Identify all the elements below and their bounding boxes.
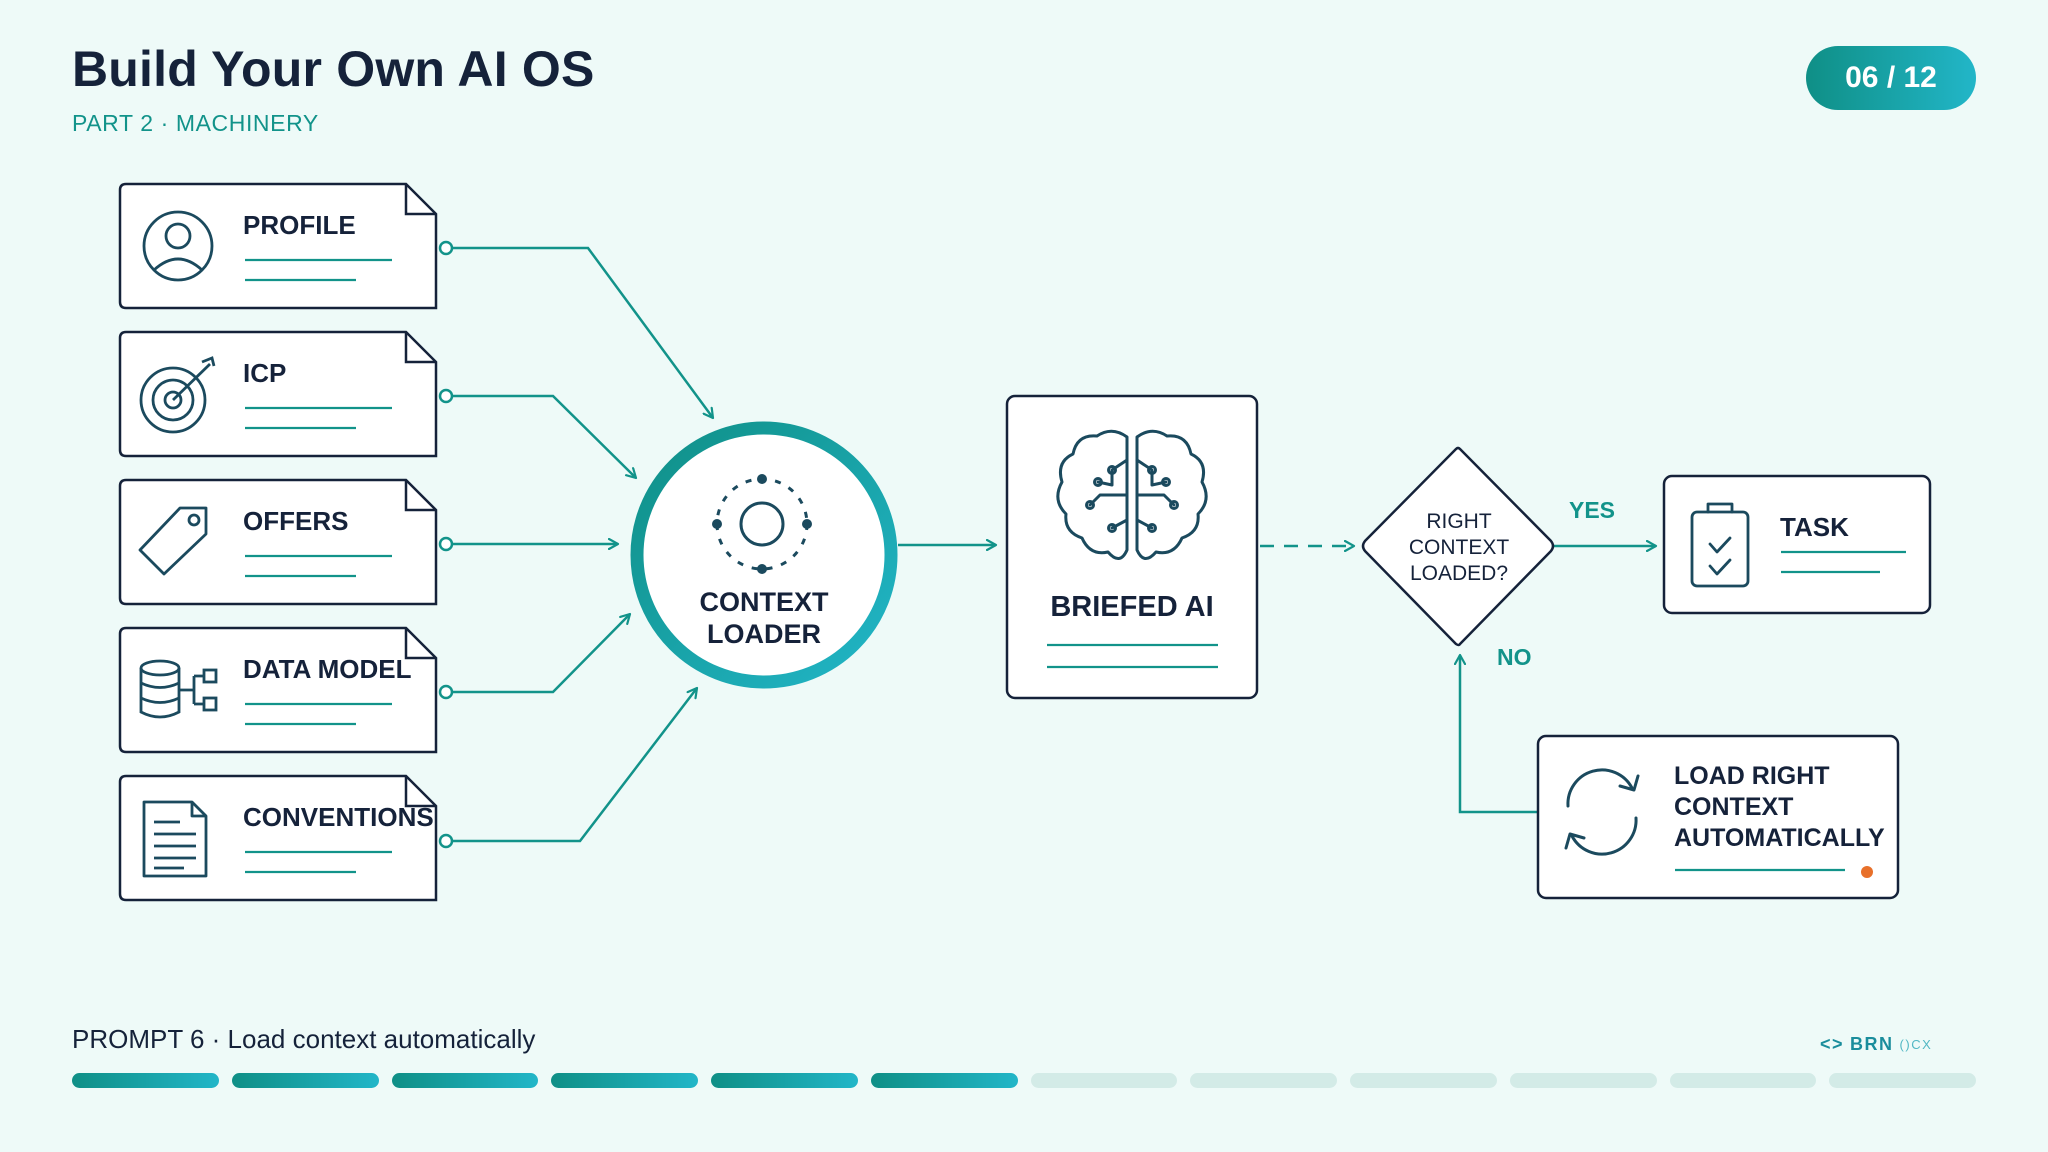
- source-card-profile: PROFILE: [118, 182, 454, 310]
- decision-label-line3: LOADED?: [1410, 562, 1508, 585]
- connector-data-model: [447, 614, 630, 694]
- clipboard-check-icon: [1690, 502, 1750, 588]
- decision-node: RIGHT CONTEXT LOADED?: [1361, 446, 1555, 647]
- progress-segment: [870, 1073, 1018, 1088]
- page-indicator: 06 / 12: [1806, 46, 1976, 110]
- progress-bar: [72, 1073, 1976, 1088]
- no-edge-label: NO: [1497, 644, 1532, 670]
- fallback-label-line1: LOAD RIGHT: [1674, 762, 1830, 790]
- progress-segment: [1829, 1073, 1976, 1088]
- price-tag-icon: [138, 506, 208, 576]
- progress-segment: [711, 1073, 858, 1088]
- progress-segment: [551, 1073, 698, 1088]
- loader-label-line2: LOADER: [707, 619, 821, 649]
- document-icon: [142, 800, 208, 878]
- progress-segment: [1190, 1073, 1337, 1088]
- progress-segment: [231, 1073, 379, 1088]
- progress-segment: [391, 1073, 539, 1088]
- context-loader-node: CONTEXT LOADER: [630, 421, 898, 689]
- database-icon: [139, 659, 218, 719]
- code-brackets-icon: <>: [1820, 1034, 1845, 1054]
- source-card-conventions: CONVENTIONS: [118, 774, 454, 902]
- loader-label-line1: CONTEXT: [699, 587, 829, 617]
- decision-label-line2: CONTEXT: [1409, 536, 1510, 559]
- connector-icp: [447, 394, 636, 478]
- progress-segment: [1509, 1073, 1657, 1088]
- connector-profile: [447, 246, 713, 418]
- source-card-data-model: DATA MODEL: [118, 626, 454, 754]
- user-profile-icon: [142, 210, 214, 282]
- connector-no: [1460, 655, 1538, 814]
- status-dot: [1861, 866, 1873, 878]
- refresh-cycle-icon: [1564, 768, 1640, 856]
- target-icon: [139, 356, 216, 434]
- fallback-label-line3: AUTOMATICALLY: [1674, 824, 1885, 852]
- task-label: TASK: [1780, 512, 1849, 542]
- yes-edge-label: YES: [1569, 497, 1615, 523]
- progress-segment: [1350, 1073, 1497, 1088]
- source-label: OFFERS: [243, 506, 348, 536]
- source-card-icp: ICP: [118, 330, 454, 458]
- source-label: CONVENTIONS: [243, 802, 434, 832]
- source-card-offers: OFFERS: [118, 478, 454, 606]
- section-subtitle: PART 2 · MACHINERY: [72, 110, 319, 136]
- progress-segment: [1669, 1073, 1817, 1088]
- progress-segment: [72, 1073, 219, 1088]
- source-label: DATA MODEL: [243, 654, 412, 684]
- fallback-label-line2: CONTEXT: [1674, 793, 1793, 821]
- connector-conventions: [447, 688, 697, 843]
- progress-segment: [1030, 1073, 1178, 1088]
- brain-circuit-icon: [1056, 429, 1208, 560]
- task-node: TASK: [1662, 474, 1932, 615]
- source-label: PROFILE: [243, 210, 356, 240]
- decision-label-line1: RIGHT: [1426, 510, 1492, 533]
- source-label: ICP: [243, 358, 286, 388]
- load-context-automatically-node: LOAD RIGHT CONTEXT AUTOMATICALLY: [1536, 734, 1900, 900]
- briefed-ai-label: BRIEFED AI: [1050, 591, 1213, 623]
- briefed-ai-node: BRIEFED AI: [1005, 394, 1259, 700]
- orbit-icon: [712, 474, 812, 574]
- brand-logo: <> BRN()CX: [1820, 1034, 1933, 1054]
- page-title: Build Your Own AI OS: [72, 41, 595, 97]
- prompt-label: PROMPT 6 · Load context automatically: [72, 1024, 536, 1054]
